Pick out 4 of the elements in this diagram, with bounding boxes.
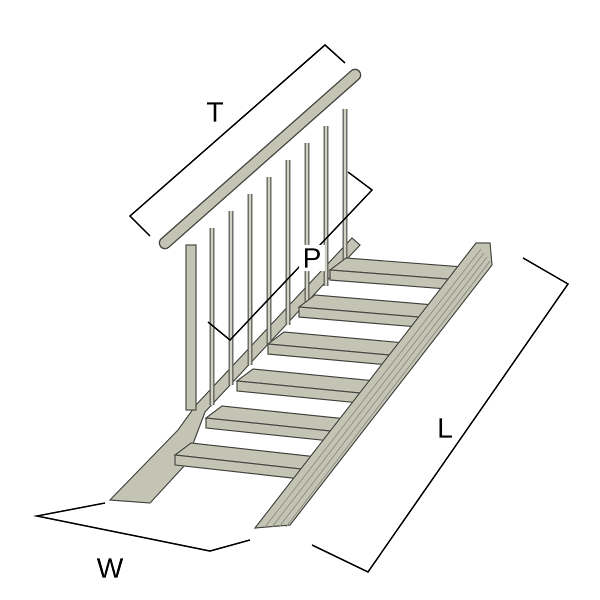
dimension-label: T bbox=[202, 98, 228, 126]
dimension-label: L bbox=[434, 414, 456, 442]
dimension-label: P bbox=[299, 244, 325, 272]
dimension-label: W bbox=[93, 554, 127, 582]
